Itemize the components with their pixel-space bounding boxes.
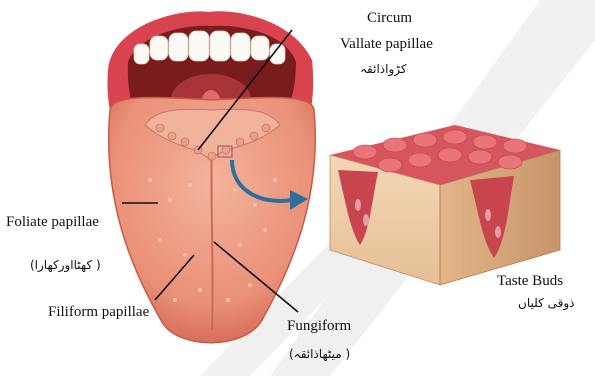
label-vallate-urdu: کڑواذائقہ xyxy=(360,62,407,76)
label-taste-buds-urdu: ذوقی کلیاں xyxy=(518,296,574,310)
label-foliate-papillae: Foliate papillae xyxy=(6,214,99,231)
taste-bud-block xyxy=(330,125,560,285)
label-circum: Circum xyxy=(367,10,412,27)
label-foliate-urdu: ( کھٹااورکھارا) xyxy=(30,258,101,272)
label-fungiform-urdu: ( میٹھاذائقہ) xyxy=(289,347,350,361)
label-filiform-papillae: Filiform papillae xyxy=(48,304,149,321)
label-fungiform: Fungiform xyxy=(287,318,351,335)
label-taste-buds: Taste Buds xyxy=(497,273,563,290)
label-vallate-papillae: Vallate papillae xyxy=(340,36,433,53)
